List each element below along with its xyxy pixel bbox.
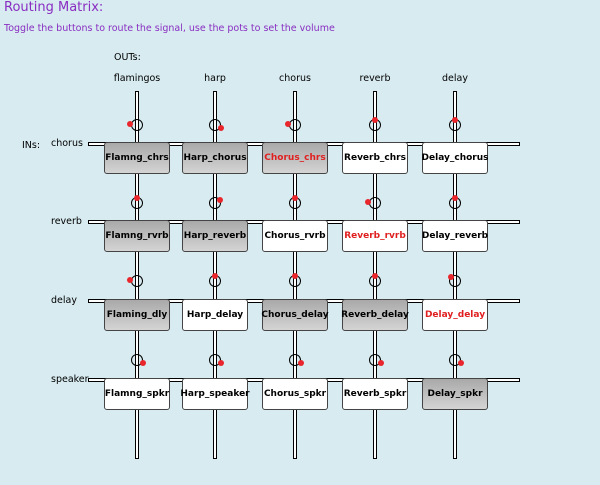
pot-indicator-speaker-delay bbox=[458, 360, 464, 366]
output-label-harp: harp bbox=[204, 73, 226, 84]
pot-indicator-speaker-flamingos bbox=[140, 360, 146, 366]
route-toggle-reverb-delay[interactable]: Delay_reverb bbox=[422, 220, 488, 252]
volume-pot-reverb-harp[interactable] bbox=[209, 197, 221, 209]
pot-indicator-delay-chorus bbox=[292, 273, 298, 279]
pot-indicator-chorus-flamingos bbox=[127, 121, 133, 127]
route-toggle-speaker-flamingos[interactable]: Flamng_spkr bbox=[104, 378, 170, 410]
pot-indicator-reverb-chorus bbox=[292, 195, 298, 201]
route-toggle-delay-reverb[interactable]: Reverb_delay bbox=[341, 299, 409, 331]
pot-indicator-delay-flamingos bbox=[127, 277, 133, 283]
pot-indicator-speaker-reverb bbox=[378, 360, 384, 366]
pot-indicator-reverb-flamingos bbox=[134, 195, 140, 201]
page-subtitle: Toggle the buttons to route the signal, … bbox=[4, 23, 335, 34]
pot-indicator-reverb-delay bbox=[452, 195, 458, 201]
route-toggle-reverb-chorus[interactable]: Chorus_rvrb bbox=[262, 220, 328, 252]
pot-indicator-speaker-chorus bbox=[298, 360, 304, 366]
pot-indicator-reverb-harp bbox=[217, 197, 223, 203]
route-toggle-delay-chorus[interactable]: Chorus_delay bbox=[261, 299, 329, 331]
output-label-chorus: chorus bbox=[279, 73, 311, 84]
route-toggle-delay-harp[interactable]: Harp_delay bbox=[182, 299, 248, 331]
route-toggle-reverb-flamingos[interactable]: Flamng_rvrb bbox=[104, 220, 170, 252]
pot-indicator-chorus-delay bbox=[452, 117, 458, 123]
input-label-speaker: speaker bbox=[51, 374, 89, 385]
pot-indicator-chorus-reverb bbox=[372, 117, 378, 123]
pot-indicator-reverb-reverb bbox=[365, 199, 371, 205]
input-label-delay: delay bbox=[51, 295, 77, 306]
route-toggle-chorus-harp[interactable]: Harp_chorus bbox=[182, 142, 248, 174]
route-toggle-chorus-flamingos[interactable]: Flamng_chrs bbox=[104, 142, 170, 174]
volume-pot-delay-delay[interactable] bbox=[449, 275, 461, 287]
pot-indicator-delay-harp bbox=[212, 273, 218, 279]
route-toggle-delay-flamingos[interactable]: Flaming_dly bbox=[104, 299, 170, 331]
pot-indicator-speaker-harp bbox=[218, 360, 224, 366]
output-label-delay: delay bbox=[442, 73, 468, 84]
page-title: Routing Matrix: bbox=[4, 0, 104, 15]
route-toggle-speaker-delay[interactable]: Delay_spkr bbox=[422, 378, 488, 410]
route-toggle-speaker-harp[interactable]: Harp_speaker bbox=[180, 378, 250, 410]
pot-indicator-delay-reverb bbox=[372, 273, 378, 279]
ins-label: INs: bbox=[22, 140, 41, 151]
pot-indicator-chorus-harp bbox=[218, 125, 224, 131]
outs-label: OUTs: bbox=[114, 52, 141, 63]
output-label-reverb: reverb bbox=[359, 73, 391, 84]
pot-indicator-chorus-chorus bbox=[285, 121, 291, 127]
route-toggle-speaker-reverb[interactable]: Reverb_spkr bbox=[342, 378, 408, 410]
route-toggle-chorus-chorus[interactable]: Chorus_chrs bbox=[262, 142, 328, 174]
route-toggle-chorus-delay[interactable]: Delay_chorus bbox=[422, 142, 488, 174]
route-toggle-chorus-reverb[interactable]: Reverb_chrs bbox=[342, 142, 408, 174]
pot-indicator-delay-delay bbox=[448, 274, 454, 280]
route-toggle-reverb-reverb[interactable]: Reverb_rvrb bbox=[342, 220, 408, 252]
route-toggle-reverb-harp[interactable]: Harp_reverb bbox=[182, 220, 248, 252]
input-label-reverb: reverb bbox=[51, 216, 82, 227]
route-toggle-delay-delay[interactable]: Delay_delay bbox=[422, 299, 488, 331]
route-toggle-speaker-chorus[interactable]: Chorus_spkr bbox=[262, 378, 328, 410]
input-label-chorus: chorus bbox=[51, 138, 83, 149]
output-label-flamingos: flamingos bbox=[113, 73, 161, 84]
